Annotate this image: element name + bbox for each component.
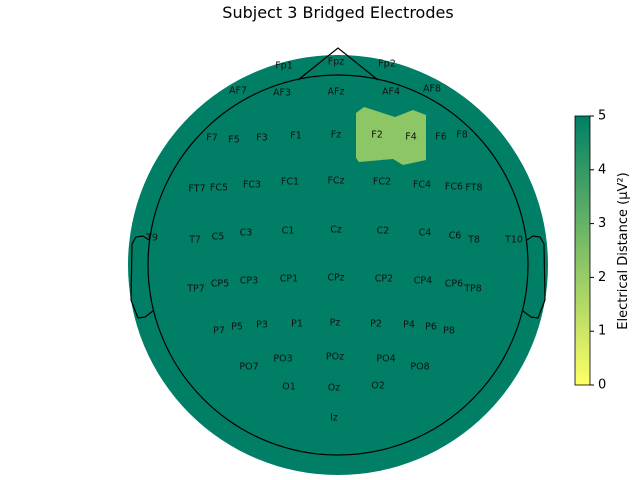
electrode-label-PO4: PO4 [376, 354, 395, 365]
electrode-label-Cz: Cz [330, 225, 342, 236]
electrode-label-FC6: FC6 [445, 182, 463, 193]
electrode-label-CPz: CPz [327, 273, 344, 284]
electrode-label-AF7: AF7 [229, 86, 247, 97]
electrode-label-Fp1: Fp1 [275, 61, 293, 72]
electrode-label-O1: O1 [282, 382, 296, 393]
electrode-label-T7: T7 [188, 235, 201, 246]
electrode-label-FC5: FC5 [210, 183, 228, 194]
electrode-label-TP8: TP8 [463, 284, 482, 295]
electrode-label-CP5: CP5 [211, 279, 229, 290]
electrode-label-P2: P2 [370, 319, 382, 330]
electrode-label-F1: F1 [290, 131, 302, 142]
electrode-label-AFz: AFz [328, 87, 345, 98]
electrode-label-FC1: FC1 [281, 177, 299, 188]
electrode-label-F6: F6 [435, 132, 447, 143]
electrode-label-PO3: PO3 [273, 354, 292, 365]
electrode-label-PO8: PO8 [410, 362, 429, 373]
electrode-label-FT7: FT7 [188, 184, 205, 195]
electrode-label-CP1: CP1 [280, 274, 298, 285]
electrode-label-Oz: Oz [328, 383, 340, 394]
colorbar-tick-label: 1 [598, 324, 606, 339]
head-fill [128, 55, 548, 475]
electrode-label-AF3: AF3 [273, 88, 291, 99]
electrode-label-AF8: AF8 [423, 84, 441, 95]
electrode-label-PO7: PO7 [239, 362, 258, 373]
electrode-label-FC3: FC3 [243, 180, 261, 191]
electrode-label-CP4: CP4 [414, 276, 432, 287]
electrode-label-Iz: Iz [330, 413, 338, 424]
electrode-label-P7: P7 [213, 326, 225, 337]
electrode-label-CP3: CP3 [240, 276, 258, 287]
electrode-label-C4: C4 [419, 228, 432, 239]
chart-title: Subject 3 Bridged Electrodes [222, 3, 453, 22]
electrode-label-POz: POz [326, 352, 344, 363]
electrode-label-CP2: CP2 [375, 274, 393, 285]
electrode-label-F5: F5 [228, 135, 240, 146]
colorbar-tick-label: 4 [598, 162, 606, 177]
head-outline [147, 74, 529, 456]
electrode-label-C6: C6 [449, 231, 462, 242]
bridged-region-F2-F4 [356, 107, 426, 165]
electrode-label-C5: C5 [212, 232, 225, 243]
colorbar-tick-label: 5 [598, 109, 606, 124]
colorbar-tick-label: 0 [598, 378, 606, 393]
electrode-label-T10: T10 [504, 235, 523, 246]
electrode-label-CP6: CP6 [445, 279, 463, 290]
colorbar-label: Electrical Distance (μV²) [616, 172, 631, 329]
electrode-label-C2: C2 [377, 226, 390, 237]
electrode-label-P1: P1 [291, 319, 303, 330]
electrode-label-P3: P3 [256, 320, 268, 331]
electrode-label-F8: F8 [456, 130, 468, 141]
electrode-label-P8: P8 [443, 326, 455, 337]
nose-outline [297, 47, 379, 81]
colorbar-ticks: 0 1 2 3 4 5 [590, 109, 606, 393]
electrode-label-C1: C1 [282, 226, 295, 237]
electrode-label-O2: O2 [371, 381, 385, 392]
electrode-label-P6: P6 [425, 322, 437, 333]
electrode-label-Pz: Pz [330, 318, 341, 329]
electrode-label-FC4: FC4 [413, 180, 431, 191]
electrode-label-P5: P5 [231, 322, 243, 333]
electrode-label-F7: F7 [206, 133, 218, 144]
electrode-label-Fz: Fz [331, 130, 341, 141]
electrode-label-TP7: TP7 [186, 284, 205, 295]
electrode-label-Fpz: Fpz [328, 57, 344, 68]
colorbar-tick-label: 2 [598, 270, 606, 285]
right-ear-outline [522, 235, 546, 319]
electrode-label-Fp2: Fp2 [378, 59, 396, 70]
electrode-label-T8: T8 [467, 235, 480, 246]
electrode-label-F2: F2 [371, 130, 383, 141]
left-ear-outline [130, 235, 154, 319]
electrode-label-FCz: FCz [327, 176, 344, 187]
electrode-label-F4: F4 [405, 132, 417, 143]
electrode-label-P4: P4 [403, 320, 415, 331]
electrode-label-FC2: FC2 [373, 177, 391, 188]
electrode-label-AF4: AF4 [382, 87, 400, 98]
colorbar-tick-label: 3 [598, 216, 606, 231]
electrode-label-T9: T9 [145, 233, 158, 244]
electrode-label-F3: F3 [256, 133, 268, 144]
colorbar [574, 115, 591, 386]
electrode-label-FT8: FT8 [465, 183, 482, 194]
electrode-label-C3: C3 [240, 228, 253, 239]
